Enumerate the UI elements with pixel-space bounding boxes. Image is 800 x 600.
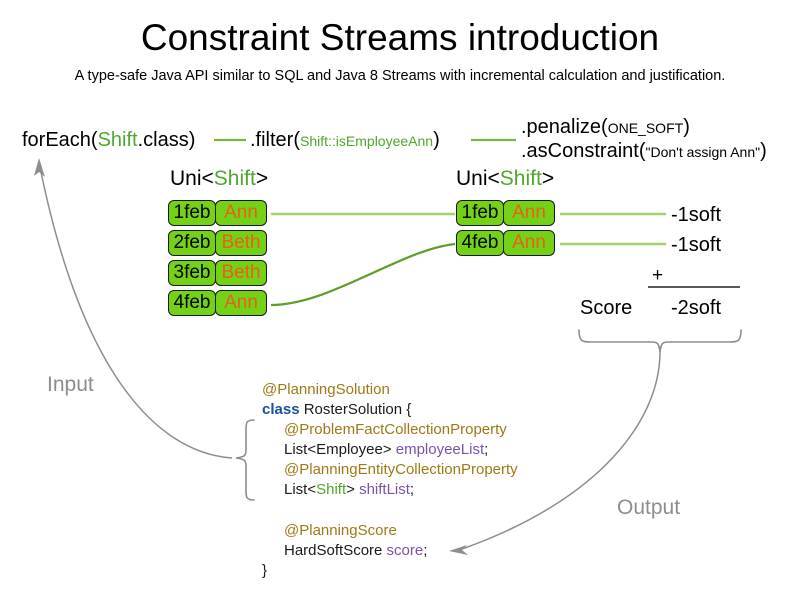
- fact-date-chip: 4feb: [168, 290, 216, 316]
- fact-date-chip: 1feb: [456, 200, 504, 226]
- page-subtitle: A type-safe Java API similar to SQL and …: [74, 68, 726, 84]
- uni-label-right: Uni<Shift>: [456, 167, 554, 191]
- code-planning-solution-annotation: @PlanningSolution: [262, 381, 390, 398]
- fact-employee-chip: Ann: [503, 200, 555, 226]
- code-shiftlist-type-param: Shift: [316, 481, 347, 498]
- filter-suffix: ): [433, 129, 440, 151]
- code-shiftlist-type-open: List<: [284, 481, 317, 498]
- code-score-type: HardSoftScore: [284, 542, 387, 559]
- output-arrow-head: [449, 545, 468, 555]
- input-arrow-path: [40, 171, 233, 459]
- foreach-type: Shift: [97, 129, 138, 151]
- foreach-suffix: .class): [137, 129, 196, 151]
- fact-date-chip: 1feb: [168, 200, 216, 226]
- code-fields-brace: [235, 419, 255, 501]
- filter-argument: Shift::isEmployeeAnn: [300, 133, 434, 149]
- input-label: Input: [47, 373, 94, 396]
- code-employeelist-type: List<Employee>: [284, 441, 396, 458]
- code-shiftlist-type-close: >: [346, 481, 360, 498]
- penalize-expression: .penalize(ONE_SOFT): [521, 115, 690, 140]
- uni-left-prefix: Uni<: [170, 167, 214, 190]
- code-class-name: RosterSolution {: [299, 401, 412, 418]
- uni-right-prefix: Uni<: [456, 167, 500, 190]
- code-shiftlist-semicolon: ;: [409, 481, 415, 498]
- sum-operator: +: [652, 265, 664, 286]
- uni-label-left: Uni<Shift>: [170, 167, 268, 191]
- score-label: Score: [580, 297, 633, 319]
- asconstraint-expression: .asConstraint("Don't assign Ann"): [521, 139, 767, 164]
- uni-left-type: Shift: [213, 167, 256, 190]
- output-arrow-path: [461, 351, 661, 550]
- penalty-value-1: -1soft: [671, 204, 722, 226]
- fact-date-chip: 4feb: [456, 230, 504, 256]
- score-total-value: -2soft: [671, 297, 722, 319]
- uni-right-type: Shift: [499, 167, 542, 190]
- code-score-semicolon: ;: [423, 542, 428, 559]
- foreach-prefix: forEach(: [22, 129, 98, 151]
- code-class-keyword: class: [262, 401, 300, 418]
- fact-date-chip: 2feb: [168, 230, 216, 256]
- asconstraint-argument: "Don't assign Ann": [645, 144, 761, 160]
- code-score-field: score: [386, 542, 424, 559]
- page-title: Constraint Streams introduction: [140, 17, 660, 58]
- penalize-suffix: ): [683, 116, 690, 138]
- filter-expression: .filter(Shift::isEmployeeAnn): [250, 128, 440, 153]
- uni-left-suffix: >: [255, 167, 269, 190]
- fact-date-chip: 3feb: [168, 260, 216, 286]
- penalize-prefix: .penalize(: [521, 116, 608, 138]
- fact-employee-chip: Ann: [503, 230, 555, 256]
- code-planningscore-annotation: @PlanningScore: [284, 522, 397, 539]
- stream-connector-row4: [270, 242, 456, 307]
- code-employeelist-semicolon: ;: [484, 441, 489, 458]
- code-problemfact-annotation: @ProblemFactCollectionProperty: [284, 421, 507, 438]
- score-brace: [578, 329, 742, 353]
- uni-right-suffix: >: [541, 167, 555, 190]
- fact-employee-chip: Ann: [215, 200, 267, 226]
- code-block-solution: @PlanningSolution class RosterSolution { @…: [262, 380, 518, 500]
- code-employeelist-field: employeeList: [395, 441, 485, 458]
- fact-employee-chip: Beth: [215, 230, 267, 256]
- foreach-expression: forEach(Shift.class): [22, 128, 195, 152]
- asconstraint-prefix: .asConstraint(: [521, 140, 646, 162]
- fact-employee-chip: Beth: [215, 260, 267, 286]
- output-label: Output: [617, 496, 681, 519]
- code-shiftlist-field: shiftList: [359, 481, 410, 498]
- penalize-argument: ONE_SOFT: [607, 120, 684, 136]
- fact-employee-chip: Ann: [215, 290, 267, 316]
- penalty-value-2: -1soft: [671, 234, 722, 256]
- asconstraint-suffix: ): [760, 140, 767, 162]
- code-planningentity-annotation: @PlanningEntityCollectionProperty: [284, 461, 518, 478]
- code-closing-brace: }: [262, 562, 268, 579]
- filter-prefix: .filter(: [250, 129, 300, 151]
- input-arrow-head: [34, 158, 45, 177]
